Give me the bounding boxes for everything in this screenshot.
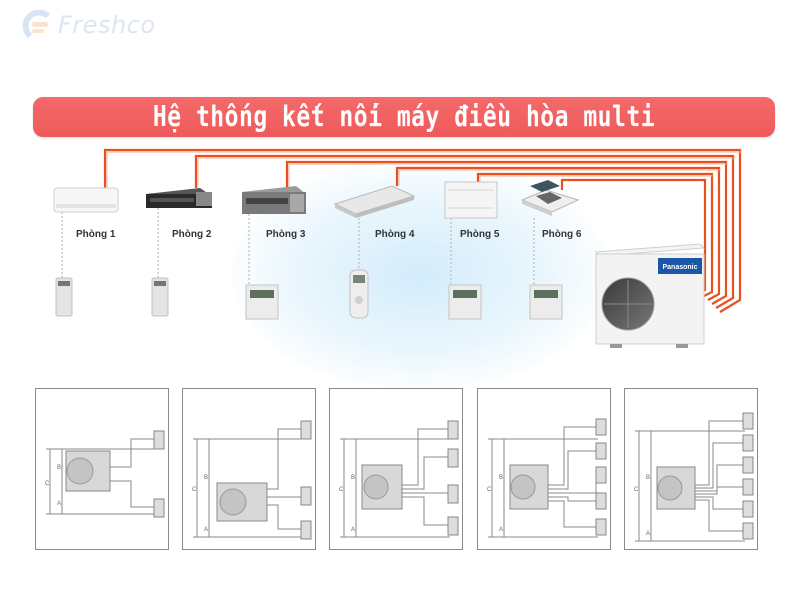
title-banner: Hệ thống kết nối máy điều hòa multi	[33, 97, 775, 137]
room-label-5: Phòng 5	[460, 229, 500, 240]
indoor-unit-ceiling-icon	[333, 185, 416, 218]
outdoor-brand-label: Panasonic	[662, 264, 697, 271]
layout-diagram-6-units: C B A	[624, 388, 758, 550]
indoor-unit-floor-console-icon	[444, 181, 498, 219]
room-label-6: Phòng 6	[542, 229, 582, 240]
svg-text:A: A	[204, 527, 208, 533]
wired-controller-icon	[448, 284, 482, 320]
layout-diagram-3-units: C B A	[182, 388, 316, 550]
indoor-unit-wall-mounted-icon	[53, 187, 119, 213]
system-illustration: Panasonic	[53, 148, 742, 348]
room-label-4: Phòng 4	[375, 229, 415, 240]
freshco-logo-icon	[22, 9, 52, 40]
svg-text:C: C	[45, 481, 50, 487]
svg-text:B: B	[351, 475, 355, 481]
layout-diagram-5-units: C B A	[477, 388, 611, 550]
svg-text:C: C	[487, 487, 492, 493]
svg-text:B: B	[204, 475, 208, 481]
svg-text:C: C	[192, 487, 197, 493]
room-label-2: Phòng 2	[172, 229, 212, 240]
brand-logo: Freshco	[22, 9, 156, 40]
svg-text:C: C	[339, 487, 344, 493]
layout-diagram-2-units: C B A	[35, 388, 169, 550]
room-label-3: Phòng 3	[266, 229, 306, 240]
svg-text:A: A	[499, 527, 503, 533]
refrigerant-pipes	[103, 148, 742, 313]
svg-text:B: B	[646, 475, 650, 481]
outdoor-unit-icon	[594, 243, 706, 348]
wireless-remote-icon	[151, 277, 169, 317]
svg-text:B: B	[57, 465, 61, 471]
svg-text:C: C	[634, 487, 639, 493]
indoor-unit-ducted-slim-icon	[146, 188, 212, 208]
svg-text:B: B	[499, 475, 503, 481]
svg-text:A: A	[646, 531, 650, 537]
wireless-remote-icon	[55, 277, 73, 317]
layout-diagram-4-units: C B A	[329, 388, 463, 550]
indoor-unit-cassette-icon	[520, 180, 580, 216]
diagram-title: Hệ thống kết nối máy điều hòa multi	[152, 100, 656, 134]
wired-controller-icon	[529, 284, 563, 320]
brand-name: Freshco	[58, 11, 156, 39]
svg-text:A: A	[351, 527, 355, 533]
wireless-remote-icon	[349, 269, 369, 319]
wired-controller-icon	[245, 284, 279, 320]
svg-text:A: A	[57, 501, 61, 507]
room-label-1: Phòng 1	[76, 229, 116, 240]
indoor-unit-ducted-icon	[242, 186, 306, 214]
